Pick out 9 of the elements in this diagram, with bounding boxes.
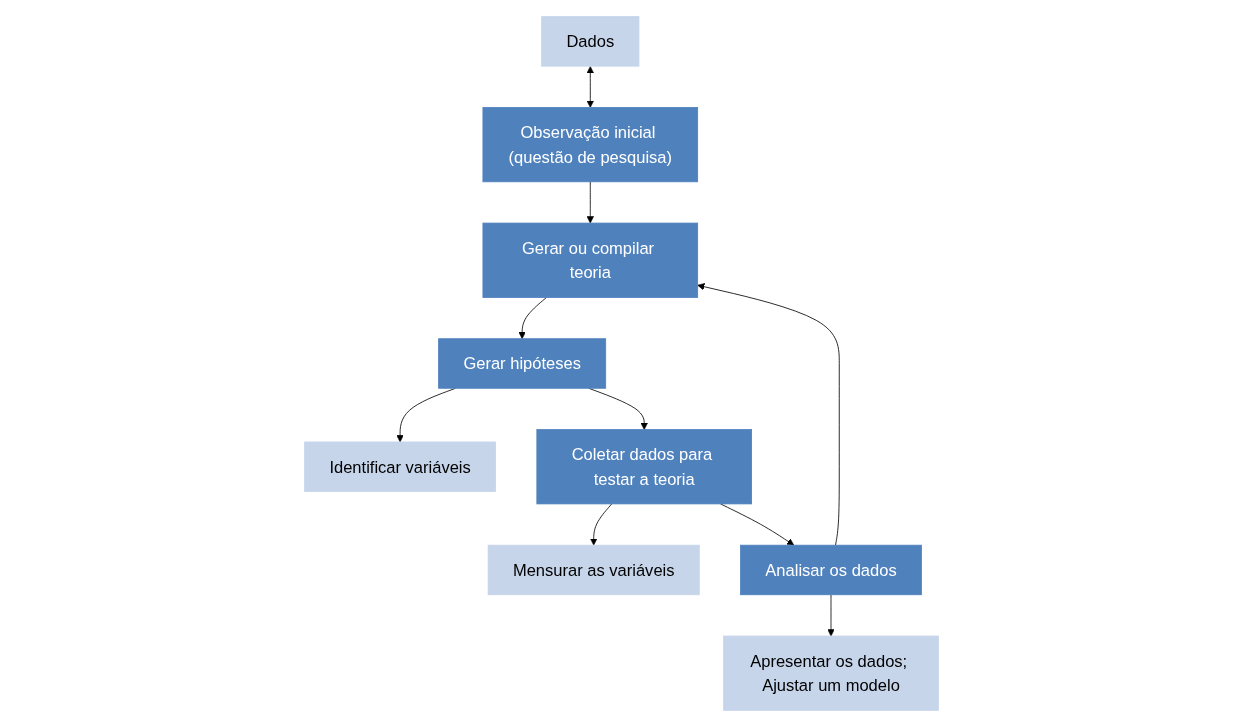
node-box: Observação inicial (questão de pesquisa) <box>482 107 699 183</box>
node-box: Coletar dados para testar a teoria <box>536 429 752 505</box>
node-box: Gerar hipóteses <box>438 338 607 389</box>
node-box: Apresentar os dados; Ajustar um modelo <box>723 635 939 711</box>
node-box: Mensurar as variáveis <box>487 544 700 596</box>
node-box: Analisar os dados <box>740 544 922 596</box>
node-box: Gerar ou compilar teoria <box>482 222 699 298</box>
node-box: Identificar variáveis <box>304 441 496 492</box>
node-box: Dados <box>541 16 640 67</box>
